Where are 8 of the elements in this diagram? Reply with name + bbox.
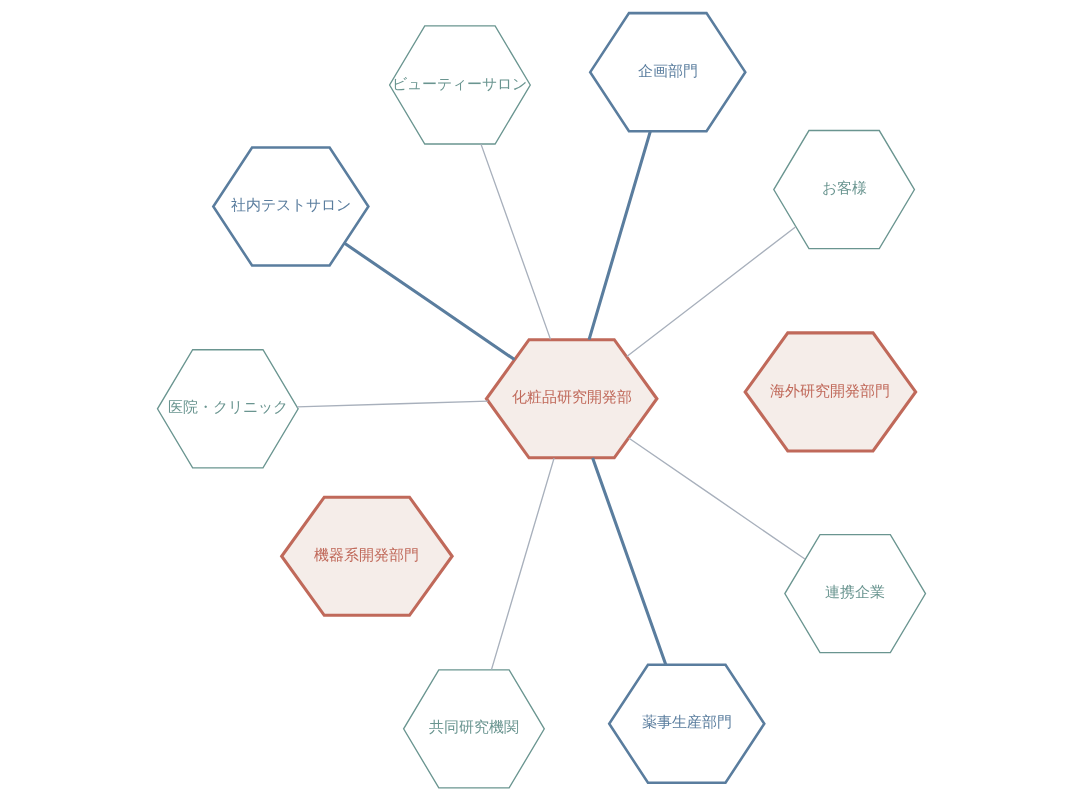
connector (343, 241, 515, 361)
connector (295, 400, 489, 407)
connector (479, 142, 551, 340)
connector (590, 456, 667, 665)
connector (490, 456, 555, 670)
connector (627, 436, 806, 560)
connector (625, 225, 796, 357)
connector (587, 130, 652, 340)
